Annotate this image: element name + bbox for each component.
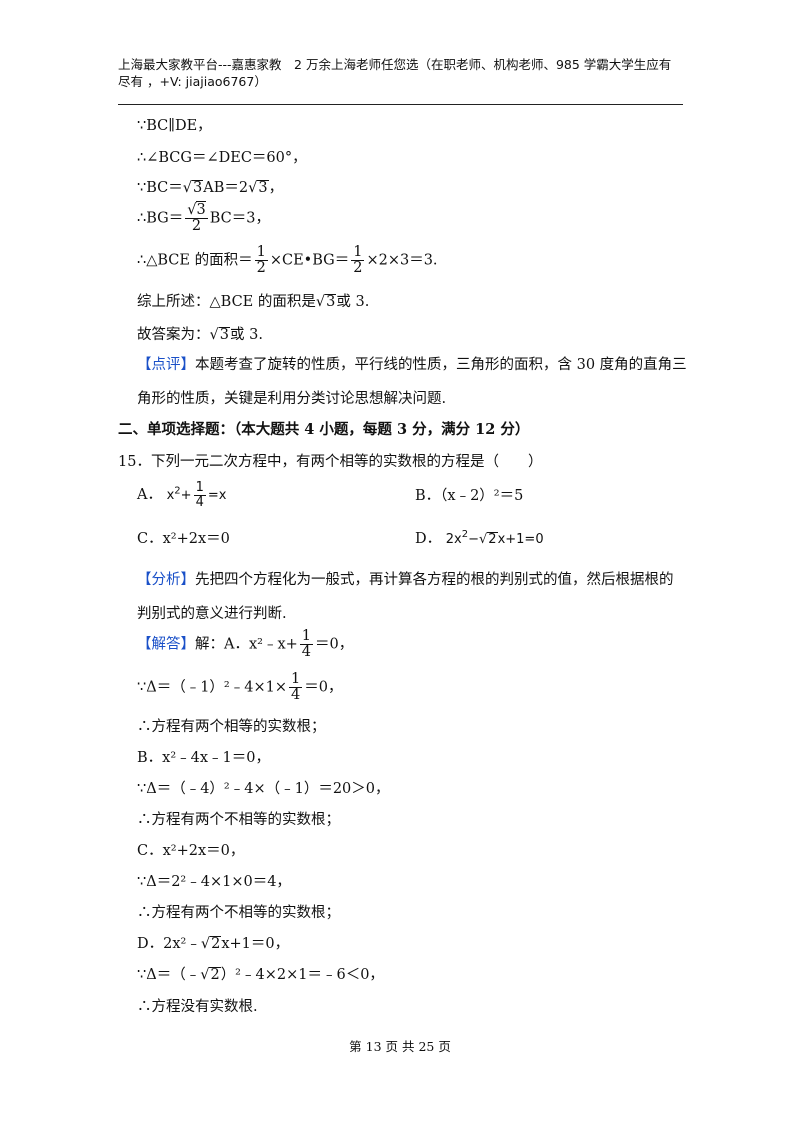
line5-text-b: ×CE•BG＝ xyxy=(269,252,350,269)
solution-step-5: ∵Δ＝（﹣4）²﹣4×（﹣1）＝20＞0， xyxy=(137,781,390,797)
solution-line-6: 综上所述：△BCE 的面积是√3或 3. xyxy=(137,290,369,311)
page-footer: 第 13 页 共 25 页 xyxy=(349,1039,451,1054)
line3-text-b: AB＝2 xyxy=(203,180,249,196)
option-c: C．x²+2x＝0 xyxy=(137,531,230,547)
solution-step-3: ∴方程有两个相等的实数根； xyxy=(137,719,326,735)
solution-line-2: ∴∠BCG＝∠DEC＝60°， xyxy=(137,150,307,166)
option-d-label: D． xyxy=(415,531,442,547)
review-text: 本题考查了旋转的性质，平行线的性质，三角形的面积，含 30 度角的直角三角形的性… xyxy=(137,357,687,407)
sqrt-2: √2 xyxy=(200,967,221,983)
solution-step-11: ∵Δ＝（﹣√2）²﹣4×2×1＝﹣6＜0， xyxy=(137,967,384,983)
solution-tag: 【解答】 xyxy=(137,636,195,653)
option-d: D． 2x2−√2x+1=0 xyxy=(415,529,544,547)
solution-step-8: ∵Δ＝2²﹣4×1×0＝4， xyxy=(137,874,291,890)
header-divider xyxy=(118,104,683,105)
line6-text-a: 综上所述：△BCE 的面积是 xyxy=(137,294,316,310)
solution-step-7: C．x²+2x＝0， xyxy=(137,843,245,859)
line3-text-c: ， xyxy=(268,180,284,196)
analysis-tag: 【分析】 xyxy=(137,572,195,588)
page-header: 上海最大家教平台---嘉惠家教 2 万余上海老师任您选（在职老师、机构老师、98… xyxy=(118,57,672,89)
option-a-label: A． xyxy=(137,487,162,504)
section-title: 二、单项选择题：（本大题共 4 小题，每题 3 分，满分 12 分） xyxy=(118,421,530,438)
review-paragraph: 【点评】本题考查了旋转的性质，平行线的性质，三角形的面积，含 30 度角的直角三… xyxy=(137,348,687,416)
solution-step-12: ∴方程没有实数根. xyxy=(137,999,258,1015)
line3-text-a: ∵BC＝ xyxy=(137,180,183,196)
sqrt-2: √2 xyxy=(479,532,498,547)
question-stem: 15．下列一元二次方程中，有两个相等的实数根的方程是（ ） xyxy=(118,454,543,470)
line5-text-c: ×2×3＝3. xyxy=(366,252,438,269)
solution-line-1: ∵BC∥DE， xyxy=(137,118,212,134)
solution-step-6: ∴方程有两个不相等的实数根； xyxy=(137,812,340,828)
sqrt-3: √3 xyxy=(315,294,337,310)
line7-text-b: 或 3. xyxy=(229,327,263,343)
sqrt-3: √3 xyxy=(182,180,204,196)
line4-text-b: BC＝3， xyxy=(209,210,270,227)
line5-text-a: ∴△BCE 的面积＝ xyxy=(137,252,253,269)
analysis-text: 先把四个方程化为一般式，再计算各方程的根的判别式的值，然后根据根的判别式的意义进… xyxy=(137,572,674,622)
sqrt-3: √3 xyxy=(248,180,269,196)
line4-text-a: ∴BG＝ xyxy=(137,210,184,227)
solution-step-10: D．2x²﹣√2x+1＝0， xyxy=(137,936,290,952)
line6-text-b: 或 3. xyxy=(336,294,370,310)
line7-text-a: 故答案为： xyxy=(137,327,210,343)
solution-step-4: B．x²﹣4x﹣1＝0， xyxy=(137,750,270,766)
review-tag: 【点评】 xyxy=(137,357,195,373)
option-b: B．（x﹣2）²＝5 xyxy=(415,488,524,504)
option-a-x: x xyxy=(166,488,175,504)
solution-line-7: 故答案为：√3或 3. xyxy=(137,323,263,344)
analysis-paragraph: 【分析】先把四个方程化为一般式，再计算各方程的根的判别式的值，然后根据根的判别式… xyxy=(137,563,687,631)
sqrt-2: √2 xyxy=(200,936,222,952)
solution-step-9: ∴方程有两个不相等的实数根； xyxy=(137,905,340,921)
sqrt-3: √3 xyxy=(209,327,230,343)
solution-line-3: ∵BC＝√3AB＝2√3， xyxy=(137,176,283,197)
